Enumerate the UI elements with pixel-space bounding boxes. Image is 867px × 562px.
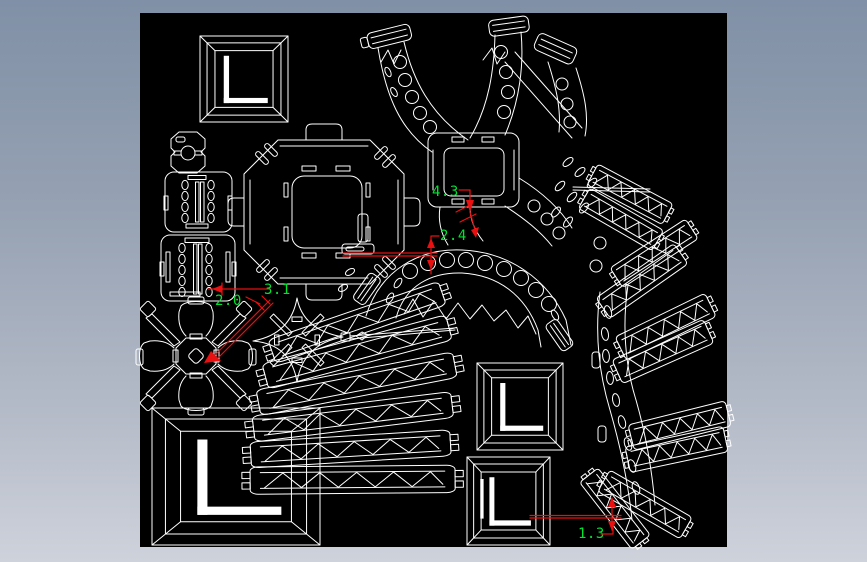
octagon-knob[interactable] bbox=[171, 132, 205, 173]
dimension-label[interactable]: 1.3 bbox=[578, 526, 605, 542]
dimension-3-1[interactable]: 3.1 bbox=[204, 282, 291, 363]
x-frame-right[interactable] bbox=[505, 32, 655, 520]
dimension-2-4[interactable]: 2.4 bbox=[343, 228, 467, 274]
slotted-plate-lower[interactable] bbox=[160, 235, 236, 301]
x-frame-main[interactable] bbox=[359, 15, 572, 246]
dimension-label[interactable]: 3.1 bbox=[264, 282, 291, 298]
dimension-4-3[interactable]: 4.3 bbox=[432, 184, 479, 238]
flower-hub[interactable] bbox=[136, 297, 256, 415]
dimension-label[interactable]: 2.4 bbox=[440, 228, 467, 244]
dimension-label[interactable]: 4.3 bbox=[432, 184, 459, 200]
arch-arm[interactable] bbox=[352, 250, 574, 352]
bracket-piece[interactable] bbox=[337, 214, 374, 293]
center-mount-plate[interactable] bbox=[228, 124, 420, 300]
square-frame-mid-right-lower[interactable] bbox=[466, 456, 551, 546]
dimension-1-3[interactable]: 1.3 bbox=[530, 497, 621, 542]
dimension-2-0[interactable]: 2.0 bbox=[208, 283, 270, 309]
dimension-label[interactable]: 2.0 bbox=[215, 293, 242, 309]
slotted-plate-upper[interactable] bbox=[164, 172, 232, 232]
